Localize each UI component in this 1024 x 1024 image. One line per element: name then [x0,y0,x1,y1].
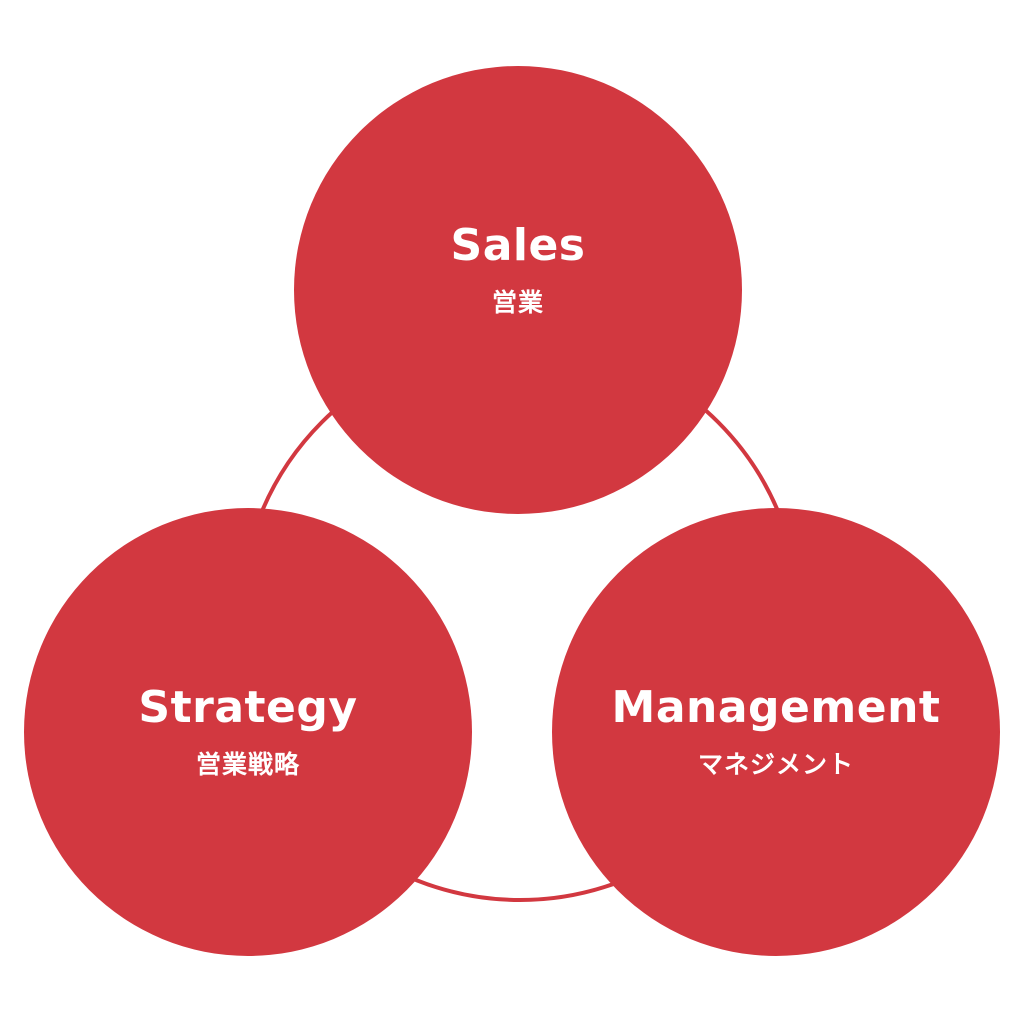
node-sales-subtitle: 営業 [491,288,544,318]
node-management-subtitle: マネジメント [697,750,854,780]
node-sales: Sales 営業 [294,66,742,514]
node-strategy-subtitle: 営業戦略 [195,750,300,780]
node-strategy: Strategy 営業戦略 [24,508,472,956]
node-strategy-title: Strategy [138,681,358,733]
node-sales-title: Sales [450,219,586,271]
node-management-title: Management [611,681,941,733]
node-management: Management マネジメント [552,508,1000,956]
